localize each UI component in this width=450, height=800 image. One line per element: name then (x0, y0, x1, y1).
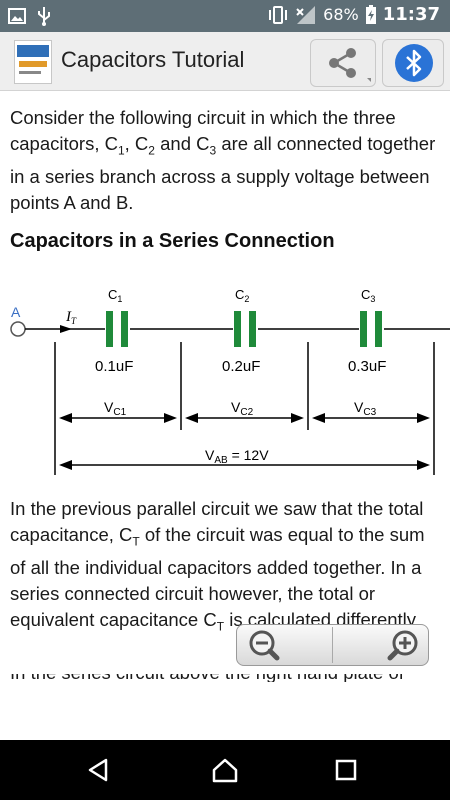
current-arrow (60, 325, 72, 333)
home-icon (212, 758, 238, 783)
zoom-out-icon (249, 630, 280, 661)
usb-icon (38, 7, 50, 26)
battery-percent: 68% (323, 5, 359, 24)
capacitor-c1: C1 0.1uF (95, 287, 133, 375)
voltage-arrow-c2: VC2 (185, 399, 304, 423)
svg-text:VC2: VC2 (231, 399, 254, 418)
total-voltage-arrow: VAB = 12V (59, 447, 430, 470)
svg-text:C2: C2 (235, 287, 249, 304)
voltage-arrow-c3: VC3 (312, 399, 430, 423)
status-left-icons (8, 6, 52, 26)
series-paragraph: In the previous parallel circuit we saw … (10, 498, 425, 634)
app-logo (14, 40, 52, 84)
clock: 11:37 (382, 4, 440, 25)
back-icon (88, 758, 108, 782)
section-heading: Capacitors in a Series Connection (10, 230, 335, 252)
zoom-in-icon (387, 630, 418, 661)
app-title: Capacitors Tutorial (61, 47, 245, 72)
status-right: 68% 11:37 (267, 4, 440, 25)
svg-text:VC3: VC3 (354, 399, 377, 418)
svg-text:C3: C3 (361, 287, 375, 304)
navigation-bar (0, 740, 450, 800)
app-bar: Capacitors Tutorial (0, 32, 450, 91)
intro-paragraph: Consider the following circuit in which … (10, 107, 436, 213)
capacitor-c2: C2 0.2uF (222, 287, 260, 375)
zoom-separator (332, 627, 333, 663)
point-a-label: A (11, 304, 21, 320)
terminal-a (10, 321, 26, 337)
zoom-control (236, 624, 429, 666)
status-bar: 68% 11:37 (0, 0, 450, 32)
svg-text:VC1: VC1 (104, 399, 127, 418)
home-button[interactable] (211, 756, 239, 784)
bluetooth-button[interactable] (382, 39, 444, 87)
back-button[interactable] (84, 756, 112, 784)
partial-paragraph: In the series circuit above the right ha… (10, 674, 442, 682)
recents-button[interactable] (332, 756, 360, 784)
signal-icon (296, 5, 316, 24)
series-capacitor-diagram: A IT C1 0.1uF C2 0.2uF C3 0.3uF VC1 (10, 287, 450, 475)
vibrate-icon (269, 5, 288, 24)
current-label: IT (65, 309, 77, 326)
battery-charging-icon (365, 4, 376, 24)
capacitor-value: 0.2uF (222, 358, 260, 375)
zoom-in-button[interactable] (335, 627, 425, 663)
bluetooth-icon (395, 44, 433, 82)
image-icon (8, 8, 26, 24)
share-icon (329, 48, 371, 82)
voltage-arrow-c1: VC1 (59, 399, 177, 423)
recents-icon (335, 759, 357, 781)
capacitor-value: 0.1uF (95, 358, 133, 375)
capacitor-value: 0.3uF (348, 358, 386, 375)
share-button[interactable] (310, 39, 376, 87)
svg-text:C1: C1 (108, 287, 122, 304)
svg-text:VAB = 12V: VAB = 12V (205, 447, 269, 466)
zoom-out-button[interactable] (241, 627, 331, 663)
capacitor-c3: C3 0.3uF (348, 287, 386, 375)
